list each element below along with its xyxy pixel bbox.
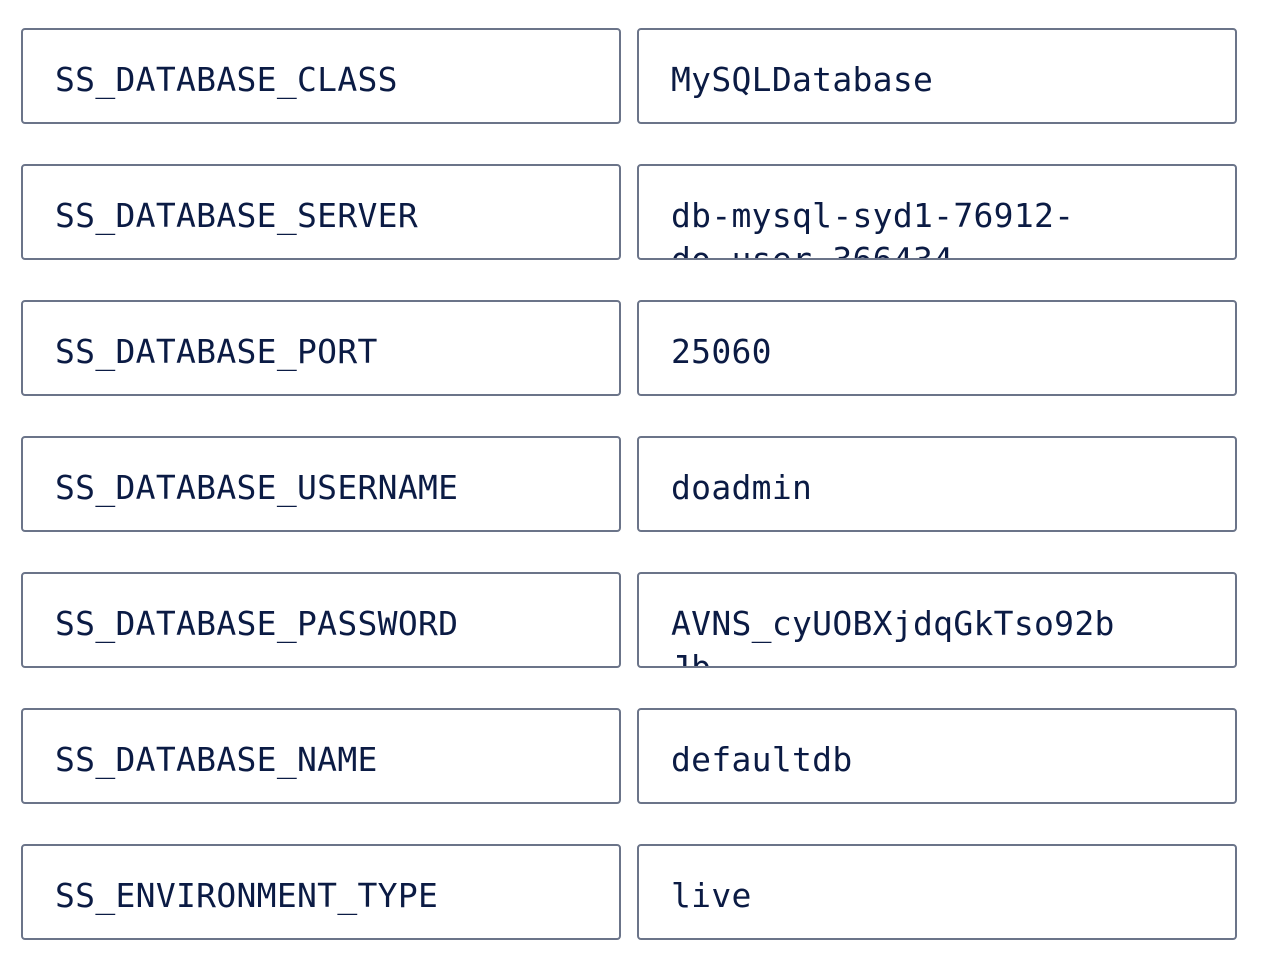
env-value-text: MySQLDatabase bbox=[671, 60, 934, 99]
env-value-text: AVNS_cyUOBXjdqGkTso92bJb bbox=[671, 604, 1115, 668]
env-key-text: SS_DATABASE_PORT bbox=[55, 332, 378, 371]
env-key-field[interactable]: SS_DATABASE_PASSWORD bbox=[21, 572, 621, 668]
env-value-text: live bbox=[671, 876, 752, 915]
env-value-field[interactable]: defaultdb bbox=[637, 708, 1237, 804]
env-key-field[interactable]: SS_DATABASE_CLASS bbox=[21, 28, 621, 124]
env-key-text: SS_DATABASE_SERVER bbox=[55, 196, 419, 235]
env-value-field[interactable]: live bbox=[637, 844, 1237, 940]
env-value-text: 25060 bbox=[671, 332, 772, 371]
env-var-row-database-password: SS_DATABASE_PASSWORD AVNS_cyUOBXjdqGkTso… bbox=[21, 572, 1237, 668]
env-value-field[interactable]: MySQLDatabase bbox=[637, 28, 1237, 124]
env-value-text: db-mysql-syd1-76912-do-user-366434 bbox=[671, 196, 1075, 260]
env-value-field[interactable]: doadmin bbox=[637, 436, 1237, 532]
env-var-row-database-port: SS_DATABASE_PORT 25060 bbox=[21, 300, 1237, 396]
env-key-text: SS_ENVIRONMENT_TYPE bbox=[55, 876, 439, 915]
env-key-field[interactable]: SS_DATABASE_NAME bbox=[21, 708, 621, 804]
env-value-field[interactable]: 25060 bbox=[637, 300, 1237, 396]
env-value-text: defaultdb bbox=[671, 740, 853, 779]
env-key-text: SS_DATABASE_CLASS bbox=[55, 60, 398, 99]
env-key-text: SS_DATABASE_NAME bbox=[55, 740, 378, 779]
env-value-field[interactable]: AVNS_cyUOBXjdqGkTso92bJb bbox=[637, 572, 1237, 668]
env-key-text: SS_DATABASE_USERNAME bbox=[55, 468, 459, 507]
env-key-field[interactable]: SS_ENVIRONMENT_TYPE bbox=[21, 844, 621, 940]
env-value-field[interactable]: db-mysql-syd1-76912-do-user-366434 bbox=[637, 164, 1237, 260]
env-var-row-database-class: SS_DATABASE_CLASS MySQLDatabase bbox=[21, 28, 1237, 124]
env-value-text: doadmin bbox=[671, 468, 813, 507]
env-var-row-database-name: SS_DATABASE_NAME defaultdb bbox=[21, 708, 1237, 804]
env-key-text: SS_DATABASE_PASSWORD bbox=[55, 604, 459, 643]
env-key-field[interactable]: SS_DATABASE_PORT bbox=[21, 300, 621, 396]
env-var-row-environment-type: SS_ENVIRONMENT_TYPE live bbox=[21, 844, 1237, 940]
environment-variables-list: SS_DATABASE_CLASS MySQLDatabase SS_DATAB… bbox=[21, 28, 1237, 980]
env-key-field[interactable]: SS_DATABASE_USERNAME bbox=[21, 436, 621, 532]
env-key-field[interactable]: SS_DATABASE_SERVER bbox=[21, 164, 621, 260]
env-var-row-database-username: SS_DATABASE_USERNAME doadmin bbox=[21, 436, 1237, 532]
env-var-row-database-server: SS_DATABASE_SERVER db-mysql-syd1-76912-d… bbox=[21, 164, 1237, 260]
